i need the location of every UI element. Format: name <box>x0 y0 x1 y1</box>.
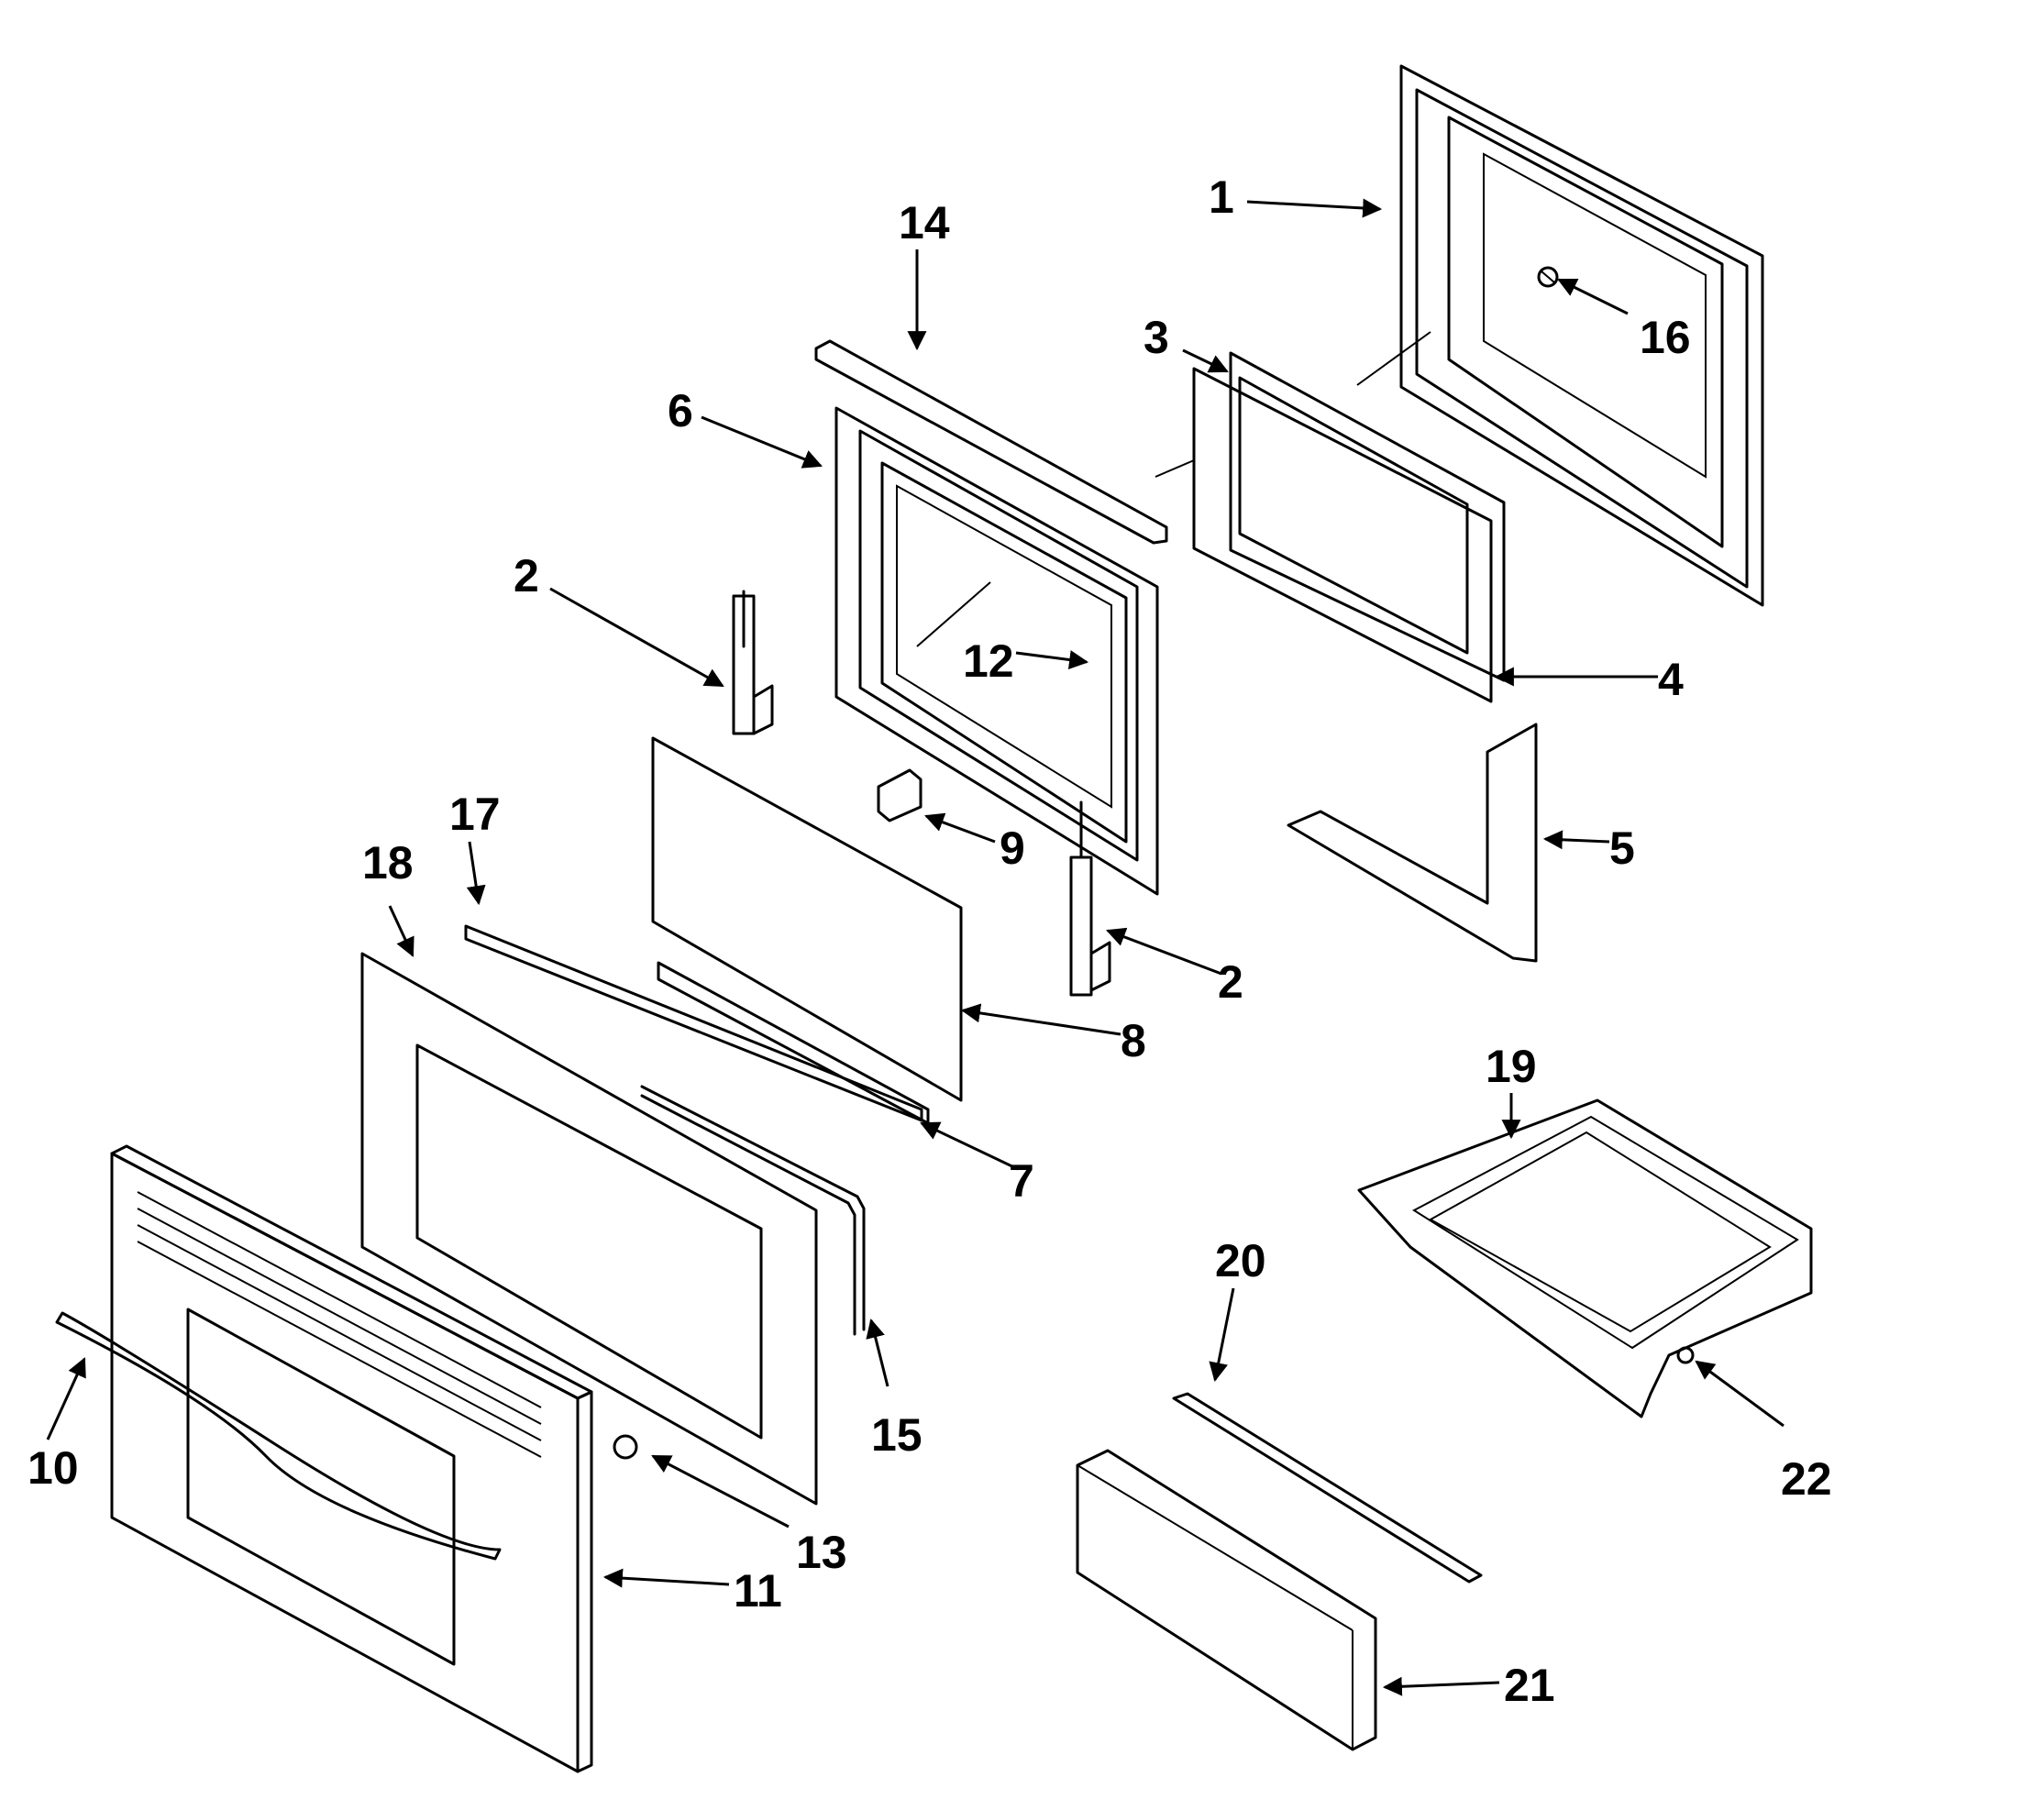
part-hinge-right <box>1069 800 1111 997</box>
part-screw <box>1676 1346 1695 1364</box>
part-inner-glass <box>651 736 963 1102</box>
part-door-liner <box>834 406 1159 896</box>
callout-10: 10 <box>28 1442 79 1494</box>
part-inner-door-panel <box>1399 64 1764 607</box>
callout-6: 6 <box>668 385 693 436</box>
callout-20: 20 <box>1215 1235 1266 1286</box>
part-side-trim <box>640 1085 866 1336</box>
vent-slots <box>137 1191 542 1458</box>
callout-1: 1 <box>1209 171 1234 223</box>
callout-17: 17 <box>449 789 501 840</box>
callout-15: 15 <box>871 1409 923 1461</box>
part-hinge-left <box>732 590 774 735</box>
callout-2-right: 2 <box>1218 956 1243 1008</box>
part-glass-channel <box>464 924 930 1125</box>
part-outer-door <box>110 1144 593 1773</box>
callout-8: 8 <box>1121 1015 1146 1066</box>
leader-lines <box>46 198 1784 1696</box>
callout-2-left: 2 <box>514 550 539 602</box>
callout-3: 3 <box>1144 312 1169 363</box>
callout-14: 14 <box>899 197 950 248</box>
callout-22: 22 <box>1781 1453 1832 1505</box>
callout-7: 7 <box>1009 1155 1034 1207</box>
part-window-pack <box>916 581 991 647</box>
callout-13: 13 <box>796 1527 847 1578</box>
part-outer-glass <box>360 952 818 1506</box>
callout-19: 19 <box>1486 1041 1537 1092</box>
callout-5: 5 <box>1609 822 1635 874</box>
part-door-stop-bracket <box>877 768 923 822</box>
callout-labels: 1 2 2 3 4 5 6 7 8 9 10 11 12 13 14 15 16… <box>28 171 1832 1711</box>
part-top-trim <box>814 339 1168 545</box>
callout-18: 18 <box>362 837 414 888</box>
part-small-clip <box>1537 266 1559 288</box>
part-door-clip <box>613 1434 638 1460</box>
callout-9: 9 <box>1000 822 1025 874</box>
part-storage-drawer <box>1357 1098 1813 1418</box>
part-door-glass-gasket <box>1155 331 1506 703</box>
part-door-insulation <box>1287 723 1538 963</box>
callout-16: 16 <box>1640 312 1691 363</box>
callout-11: 11 <box>734 1565 782 1617</box>
part-door-handle <box>55 1311 502 1561</box>
callout-21: 21 <box>1504 1660 1555 1711</box>
part-drawer-front <box>1076 1449 1377 1751</box>
part-drawer-rail <box>1172 1392 1483 1584</box>
callout-12: 12 <box>963 635 1014 687</box>
callout-4: 4 <box>1658 654 1684 705</box>
